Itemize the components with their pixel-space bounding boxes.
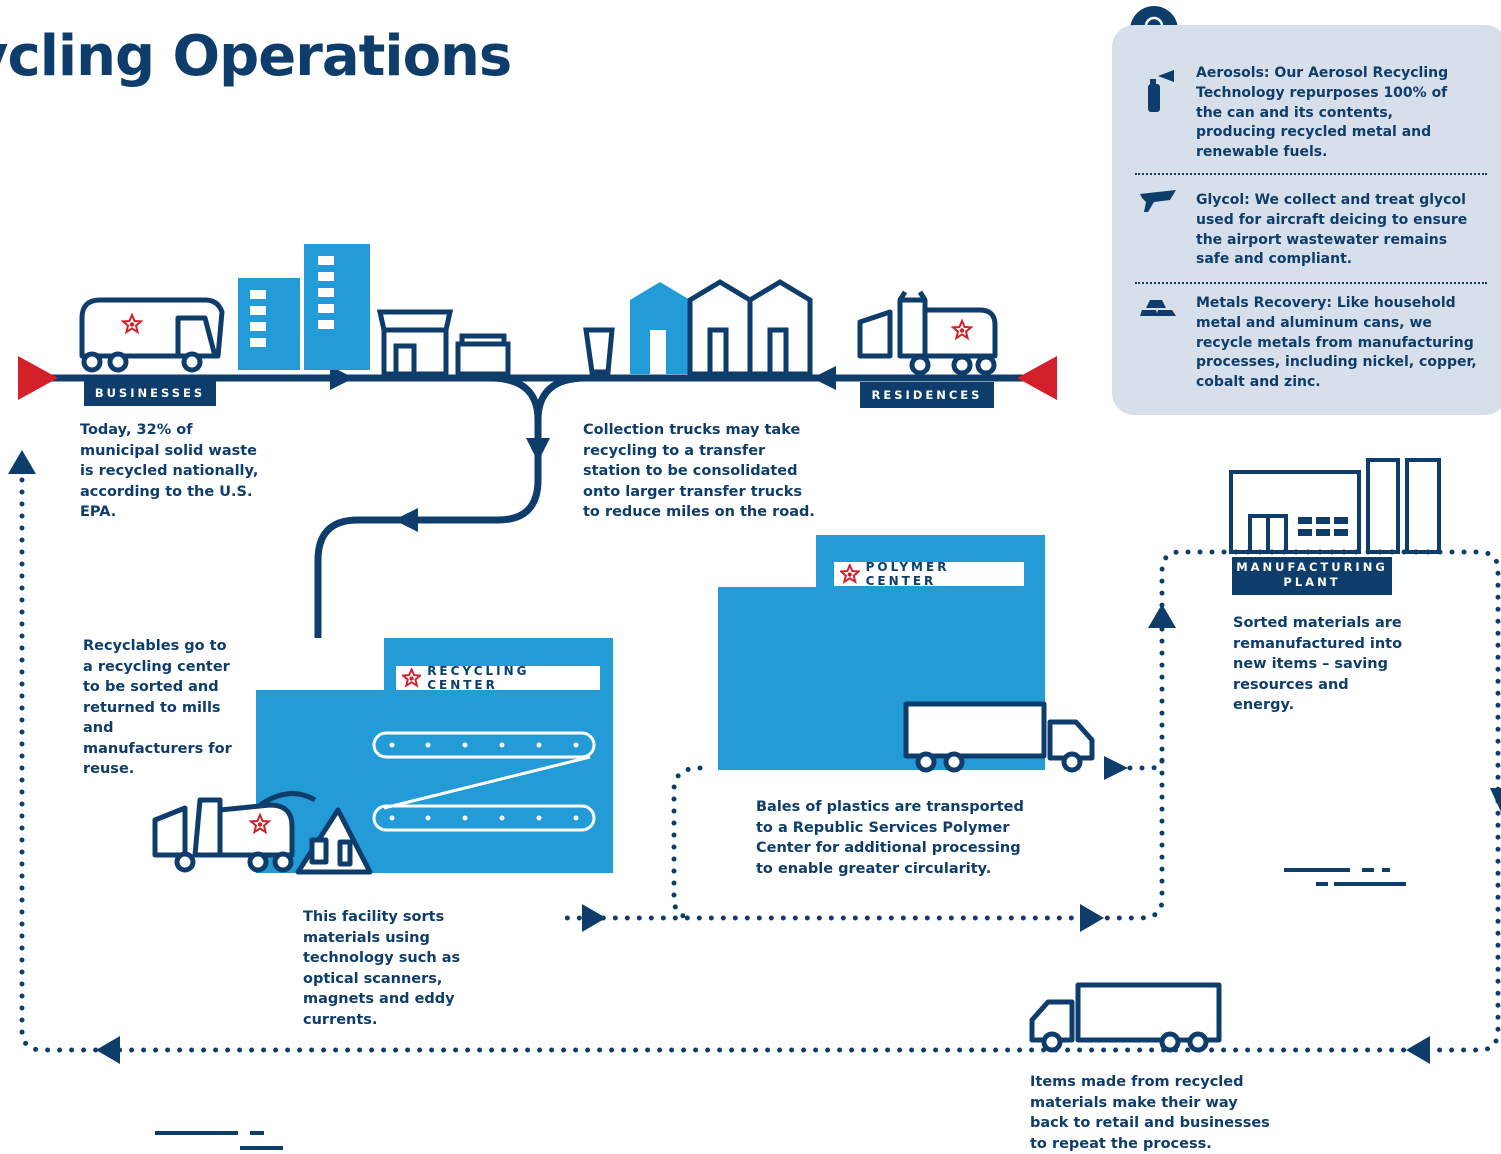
collection-caption: Collection trucks may take recycling to … — [583, 422, 815, 520]
houses-icon — [630, 279, 813, 377]
tip-aerosols: Aerosols: Our Aerosol Recycling Technolo… — [1196, 64, 1466, 163]
collection-truck-left-icon — [79, 297, 225, 373]
businesses-label: BUSINESSES — [84, 380, 216, 406]
aerosol-can-icon — [1148, 70, 1174, 112]
tip-metals-recovery: Metals Recovery: Like household metal an… — [1196, 294, 1486, 393]
airplane-icon — [1140, 190, 1176, 212]
storefront-icon — [376, 309, 454, 377]
tip-divider — [1135, 282, 1487, 284]
main-route-line — [46, 374, 1029, 659]
recycling-center-label-text: RECYCLING CENTER — [427, 664, 530, 692]
tip-metals-text: Like household metal and aluminum cans, … — [1196, 295, 1477, 391]
recycling-center-label: RECYCLING CENTER — [396, 664, 600, 692]
businesses-caption: Today, 32% of municipal solid waste is r… — [80, 422, 259, 520]
polymer-center-label: POLYMER CENTER — [834, 560, 1024, 588]
metal-bars-icon — [1140, 300, 1176, 316]
tip-aerosols-heading: Aerosols: — [1196, 65, 1270, 81]
collection-truck-right-icon — [857, 290, 998, 376]
tip-divider — [1135, 173, 1487, 175]
page-title: ycling Operations — [0, 23, 512, 89]
office-buildings-icon — [238, 244, 370, 370]
items-caption: Items made from recycled materials make … — [1030, 1074, 1270, 1152]
tip-glycol-text: We collect and treat glycol used for air… — [1196, 192, 1468, 268]
loop-arrows — [8, 450, 1501, 1064]
semi-truck-icon — [903, 701, 1095, 773]
recyclables-pile-icon — [295, 807, 373, 875]
republic-services-logo-icon — [402, 668, 422, 687]
loader-truck-icon — [152, 791, 317, 873]
tip-glycol: Glycol: We collect and treat glycol used… — [1196, 191, 1468, 270]
tip-metals-heading: Metals Recovery: — [1196, 295, 1333, 311]
tip-aerosols-text: Our Aerosol Recycling Technology repurpo… — [1196, 65, 1449, 161]
conveyor-belts — [372, 731, 596, 832]
bales-caption: Bales of plastics are transported to a R… — [756, 799, 1024, 877]
facility-caption: This facility sorts materials using tech… — [303, 909, 461, 1028]
polymer-center-label-text: POLYMER CENTER — [865, 560, 950, 588]
decorative-dashes — [155, 868, 1406, 1150]
dumpster-left-icon — [455, 333, 511, 377]
factory-icon — [1229, 458, 1441, 554]
tip-icons — [1140, 70, 1176, 316]
tip-glycol-heading: Glycol: — [1196, 192, 1250, 208]
delivery-truck-icon — [1029, 982, 1222, 1053]
start-marker-left — [18, 356, 58, 400]
start-marker-right — [1017, 356, 1057, 400]
manufacturing-plant-label: MANUFACTURING PLANT — [1232, 557, 1392, 595]
recycle-bin-icon — [583, 327, 615, 375]
republic-services-logo-icon — [840, 564, 860, 583]
tips-panel — [1112, 25, 1501, 415]
recyclables-caption: Recyclables go to a recycling center to … — [83, 638, 232, 777]
return-loop-dotted-path — [19, 477, 1501, 1053]
residences-label: RESIDENCES — [860, 382, 994, 408]
sorted-caption: Sorted materials are remanufactured into… — [1233, 615, 1403, 713]
